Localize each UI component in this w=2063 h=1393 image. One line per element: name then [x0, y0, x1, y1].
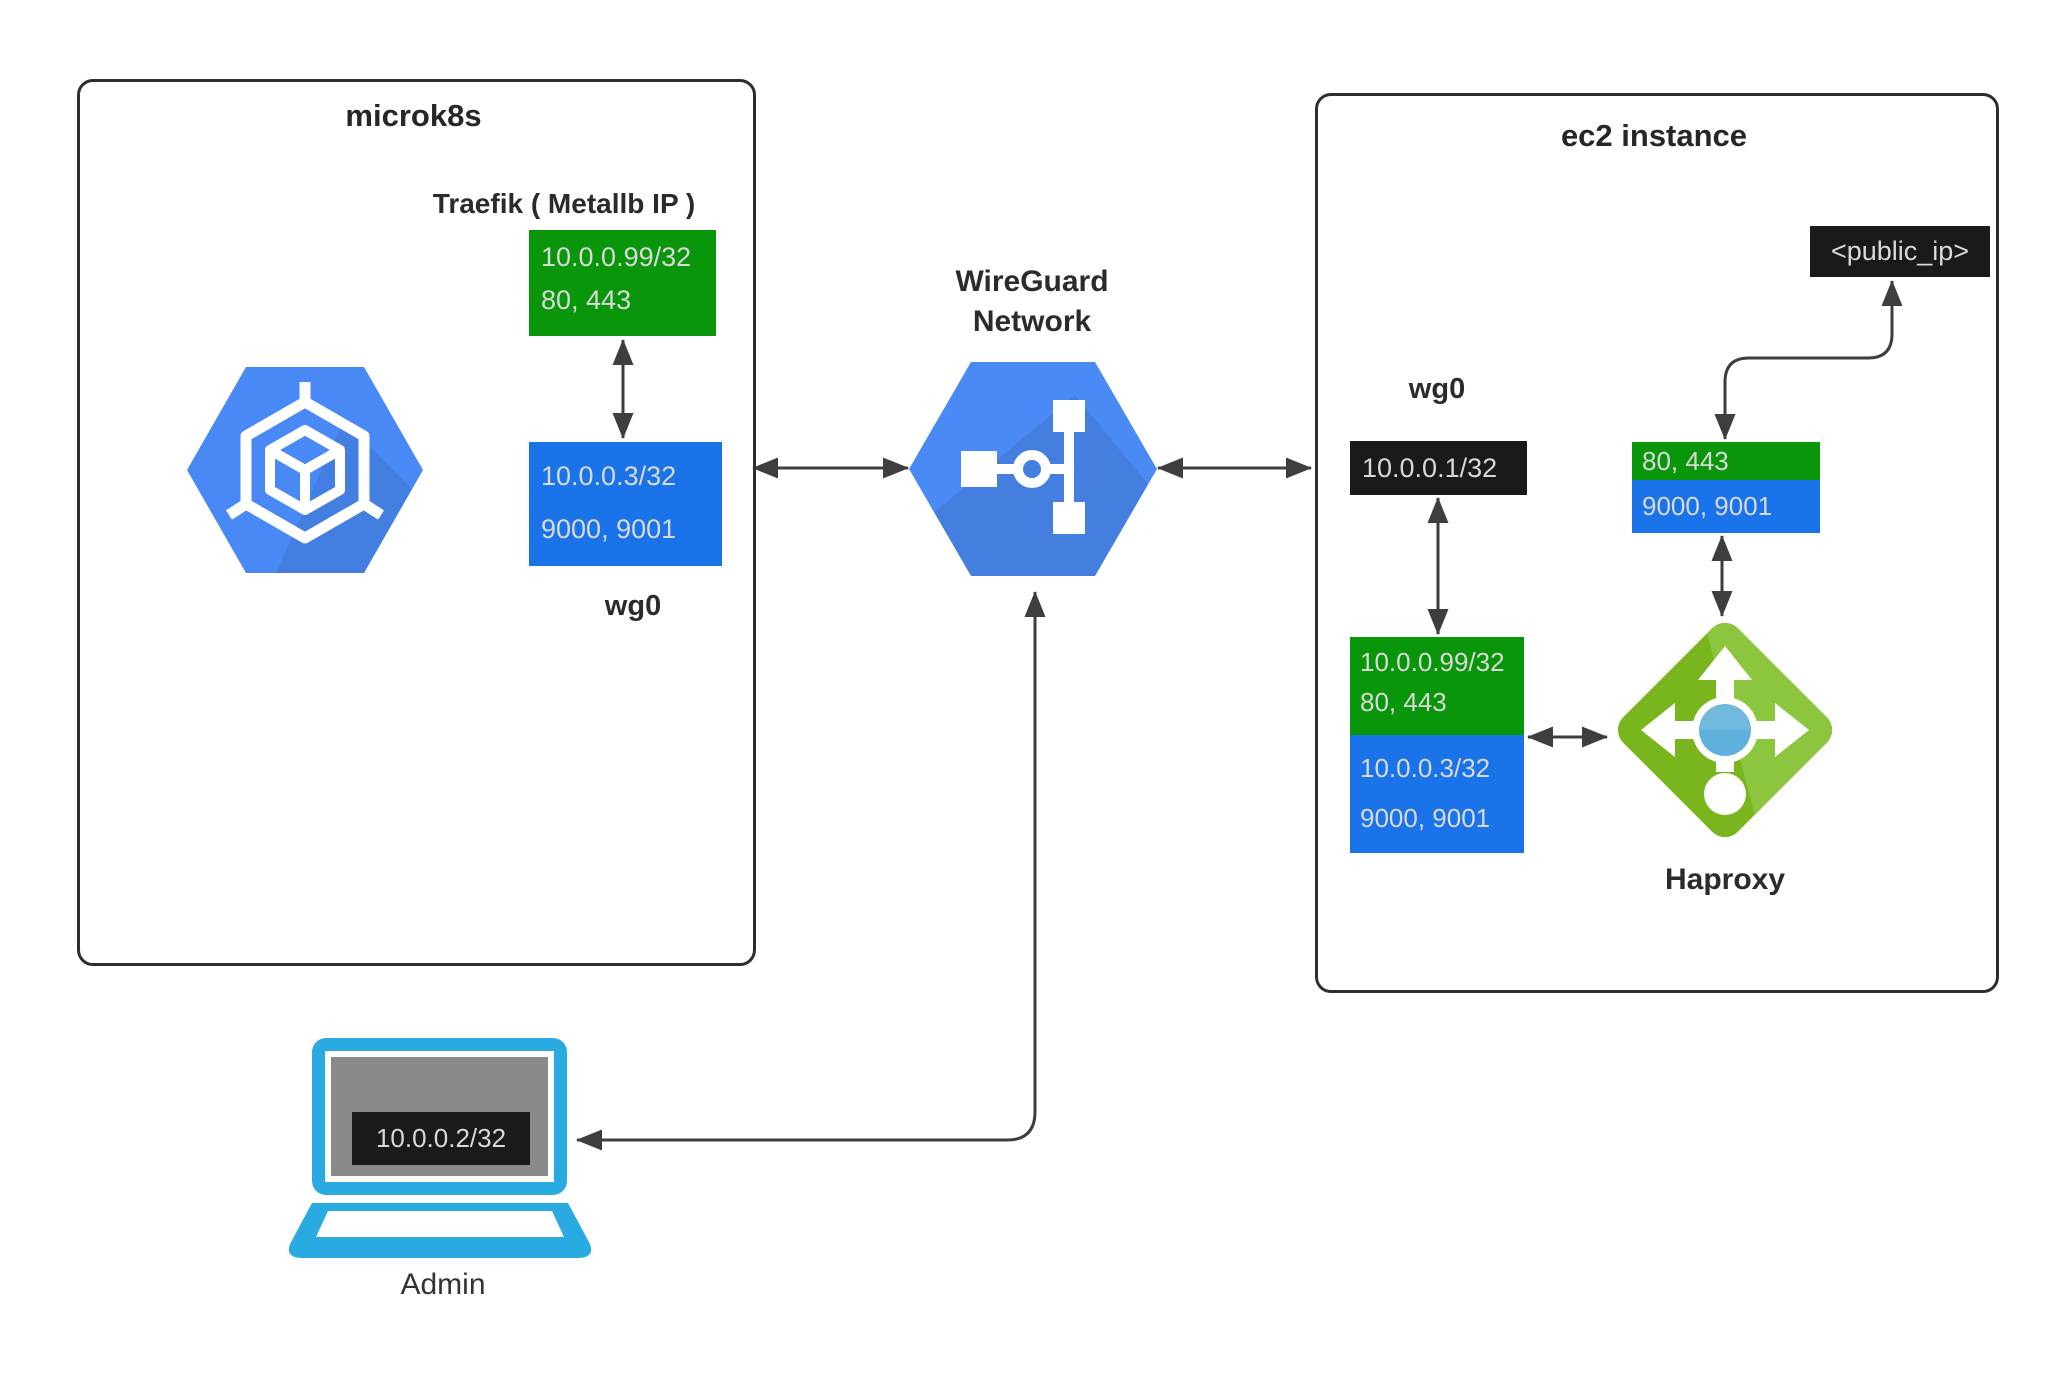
wireguard-label-line2: Network [972, 305, 1092, 338]
haproxy-center-dot [1699, 704, 1751, 756]
wireguard-label-line1: WireGuard [955, 265, 1109, 298]
ec2-forward-blue-ip: 10.0.0.3/32 [1360, 753, 1491, 783]
ec2-forward-blue: 10.0.0.3/32 9000, 9001 [1350, 735, 1524, 853]
public-ip-text: <public_ip> [1830, 236, 1970, 266]
haproxy-icon [1617, 615, 1840, 845]
ec2-wg0-label: wg0 [1408, 373, 1466, 405]
ec2-ports-blue-text: 9000, 9001 [1642, 491, 1773, 521]
public-ip-box: <public_ip> [1810, 226, 1990, 277]
ec2-group-box [1315, 93, 1999, 993]
ec2-wg0-ip-box: 10.0.0.1/32 [1350, 441, 1527, 495]
ec2-forward-green-ip: 10.0.0.99/32 [1360, 647, 1505, 677]
ec2-forward-green-ports: 80, 443 [1360, 687, 1447, 717]
ec2-wg0-ip: 10.0.0.1/32 [1362, 453, 1498, 483]
ec2-ports-green-text: 80, 443 [1642, 446, 1729, 476]
metallb-ip: 10.0.0.99/32 [541, 242, 692, 272]
microk8s-title: microk8s [345, 98, 482, 133]
admin-ip-text: 10.0.0.2/32 [375, 1123, 507, 1153]
ec2-title: ec2 instance [1560, 118, 1748, 153]
ec2-forward-green: 10.0.0.99/32 80, 443 [1350, 637, 1524, 735]
admin-ip-box: 10.0.0.2/32 [352, 1112, 530, 1165]
traefik-metallb-label: Traefik ( Metallb IP ) [432, 188, 696, 219]
wireguard-network-icon [909, 362, 1157, 576]
microk8s-wg0-ports: 9000, 9001 [541, 514, 677, 544]
metallb-ports: 80, 443 [541, 285, 632, 315]
microk8s-wg0-ip: 10.0.0.3/32 [541, 461, 677, 491]
wireguard-network-label: WireGuard Network [902, 262, 1162, 342]
metallb-ip-box: 10.0.0.99/32 80, 443 [529, 230, 716, 336]
admin-label: Admin [400, 1268, 486, 1301]
ec2-ports-blue: 9000, 9001 [1632, 480, 1820, 533]
haproxy-label: Haproxy [1664, 863, 1786, 896]
microk8s-wg0-ip-box: 10.0.0.3/32 9000, 9001 [529, 442, 722, 566]
ec2-forward-blue-ports: 9000, 9001 [1360, 803, 1491, 833]
ec2-haproxy-ports-box: 80, 443 9000, 9001 [1632, 442, 1820, 533]
microk8s-wg0-label: wg0 [604, 590, 662, 622]
ec2-forward-box: 10.0.0.99/32 80, 443 10.0.0.3/32 9000, 9… [1350, 637, 1524, 853]
wireguard-hexagon [909, 362, 1157, 576]
ec2-ports-green: 80, 443 [1632, 442, 1820, 480]
microk8s-group-box [77, 79, 756, 966]
kubernetes-engine-icon [187, 367, 423, 573]
